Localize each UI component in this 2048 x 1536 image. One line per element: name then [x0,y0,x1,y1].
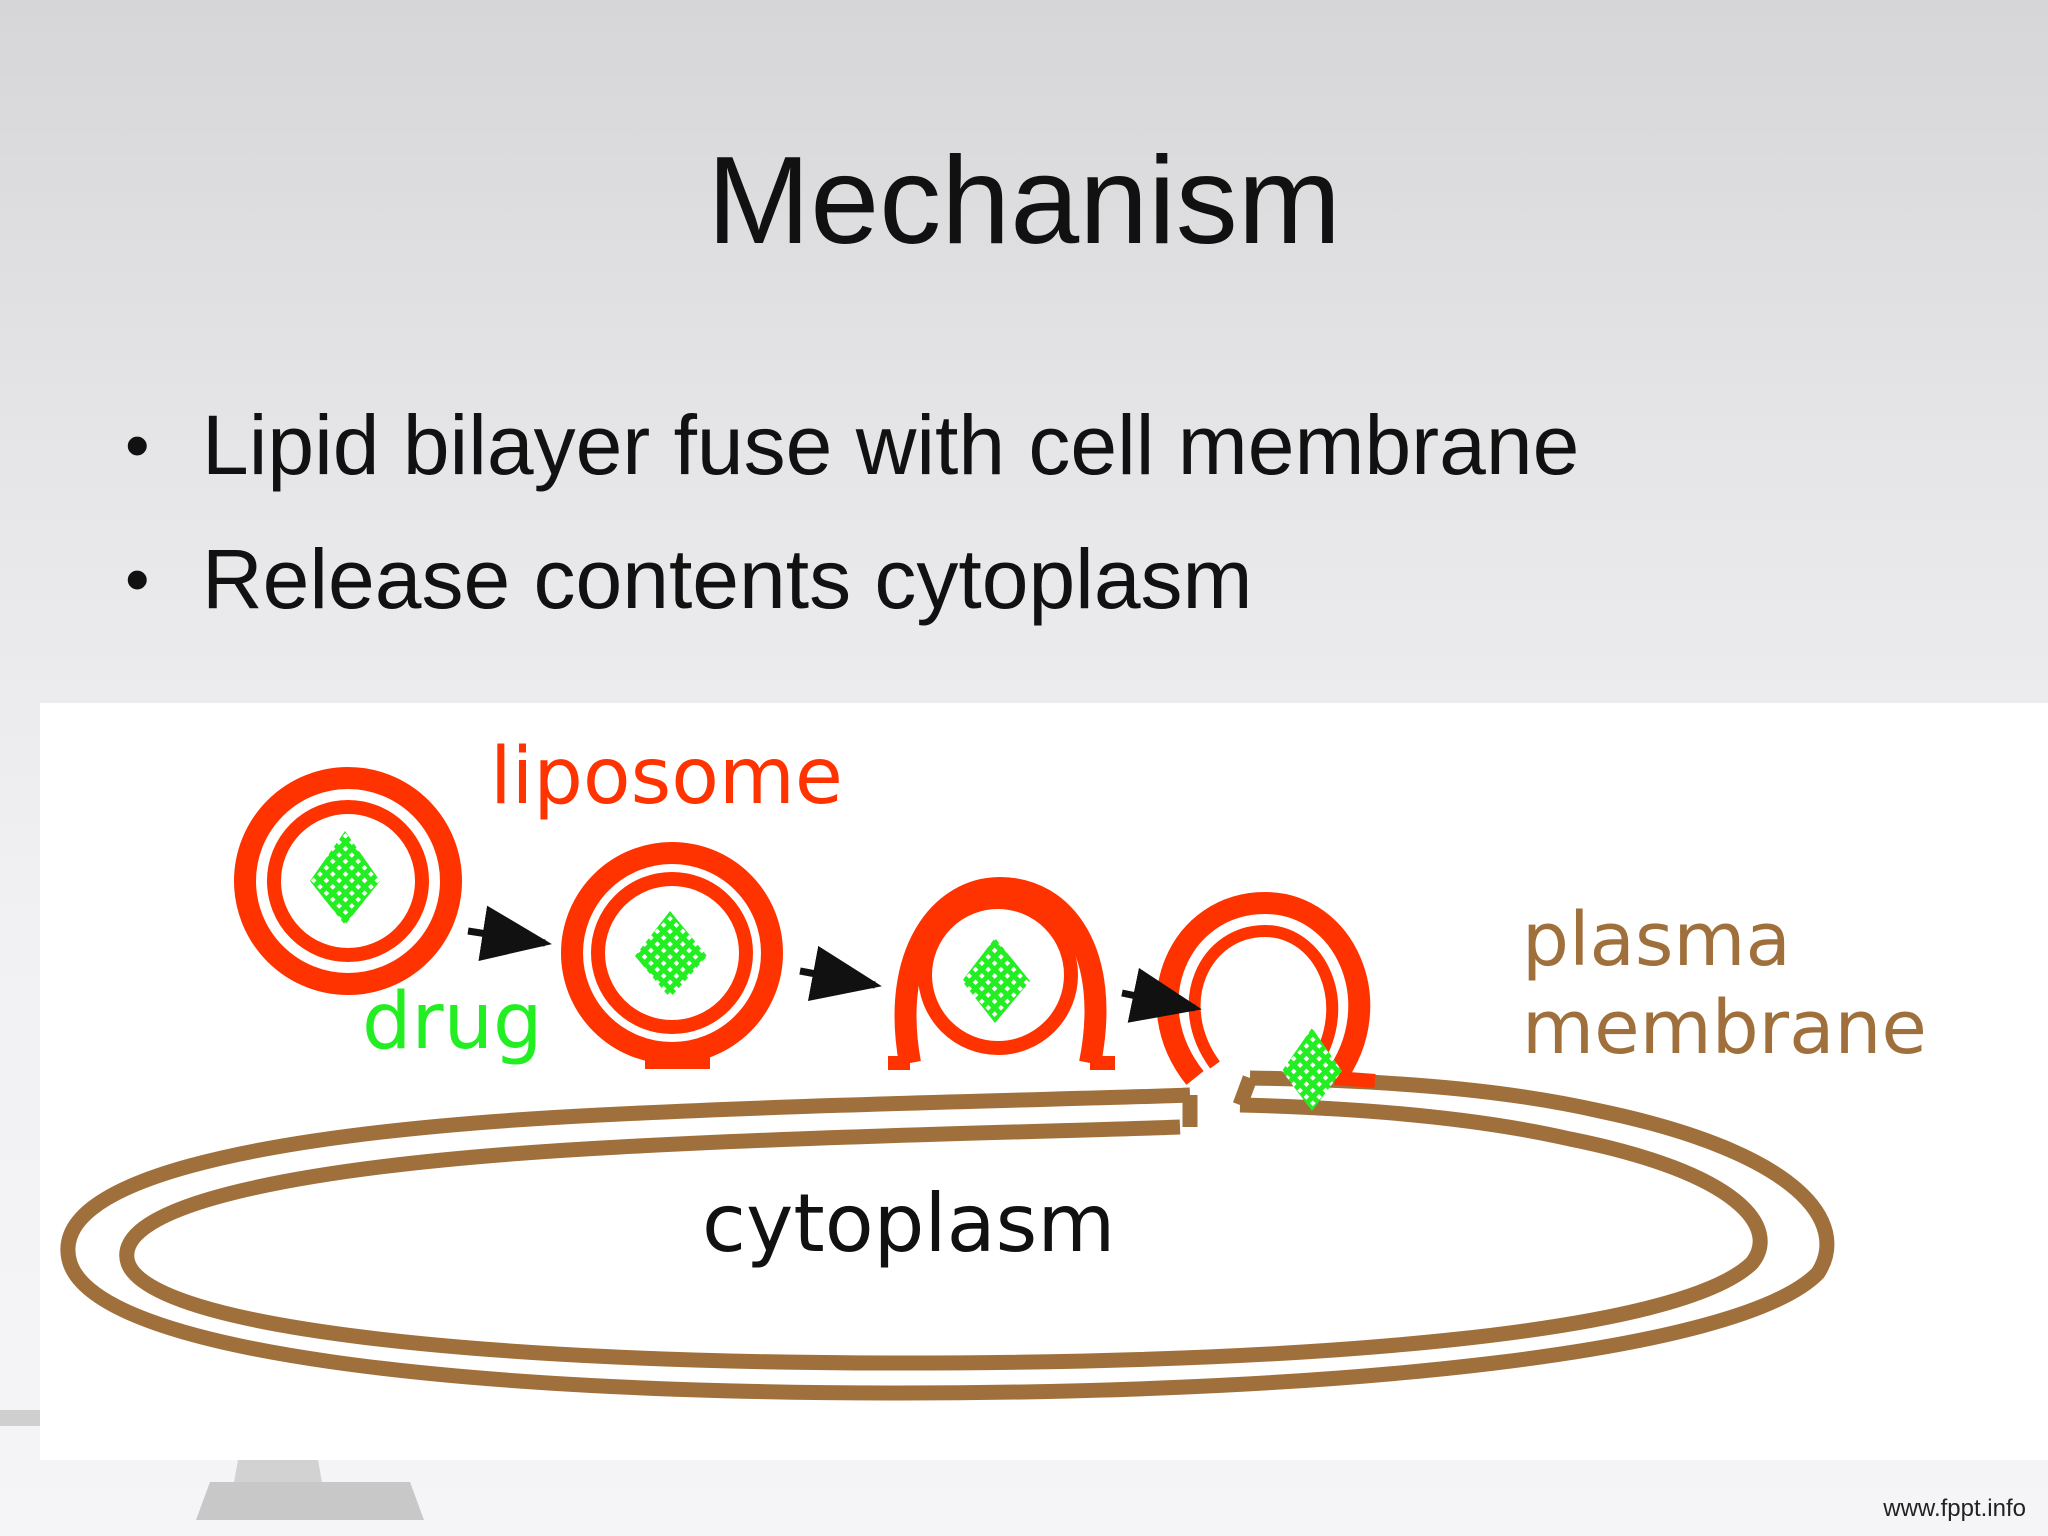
bullet-list: • Lipid bilayer fuse with cell membrane … [125,378,1579,646]
liposome-fusion-diagram: liposome drug plasma membrane cytoplasm [40,703,2048,1460]
liposome-docking [888,876,1115,1070]
plasma-membrane [60,1070,1835,1401]
bullet-dot: • [125,540,150,618]
footer-url: www.fppt.info [1883,1495,2026,1522]
label-cytoplasm: cytoplasm [702,1177,1115,1270]
bullet-text: Release contents cytoplasm [202,532,1253,626]
bullet-item: • Release contents cytoplasm [125,512,1579,646]
slide-title: Mechanism [707,132,1341,270]
arrow-icon [1121,967,1202,1023]
membrane-inner-layer [119,1097,1768,1371]
bullet-item: • Lipid bilayer fuse with cell membrane [125,378,1579,512]
label-plasma: plasma [1522,897,1791,983]
membrane-outer-layer [60,1070,1835,1401]
liposome-free [234,767,462,995]
liposome-approaching [561,842,783,1069]
label-membrane: membrane [1522,985,1927,1071]
drug-particle [962,938,1030,1023]
drug-particle [635,911,707,998]
drug-particle-released [1282,1028,1342,1111]
process-arrows [467,905,1202,1023]
arrow-icon [799,945,882,1001]
bullet-dot: • [125,406,150,484]
drug-particle [310,831,380,925]
diagram-canvas: liposome drug plasma membrane cytoplasm [60,732,1927,1401]
label-drug: drug [362,977,543,1067]
bullet-text: Lipid bilayer fuse with cell membrane [202,398,1580,492]
arrow-icon [467,905,552,961]
label-liposome: liposome [490,732,843,822]
fusion-pore-right [1232,1075,1258,1108]
